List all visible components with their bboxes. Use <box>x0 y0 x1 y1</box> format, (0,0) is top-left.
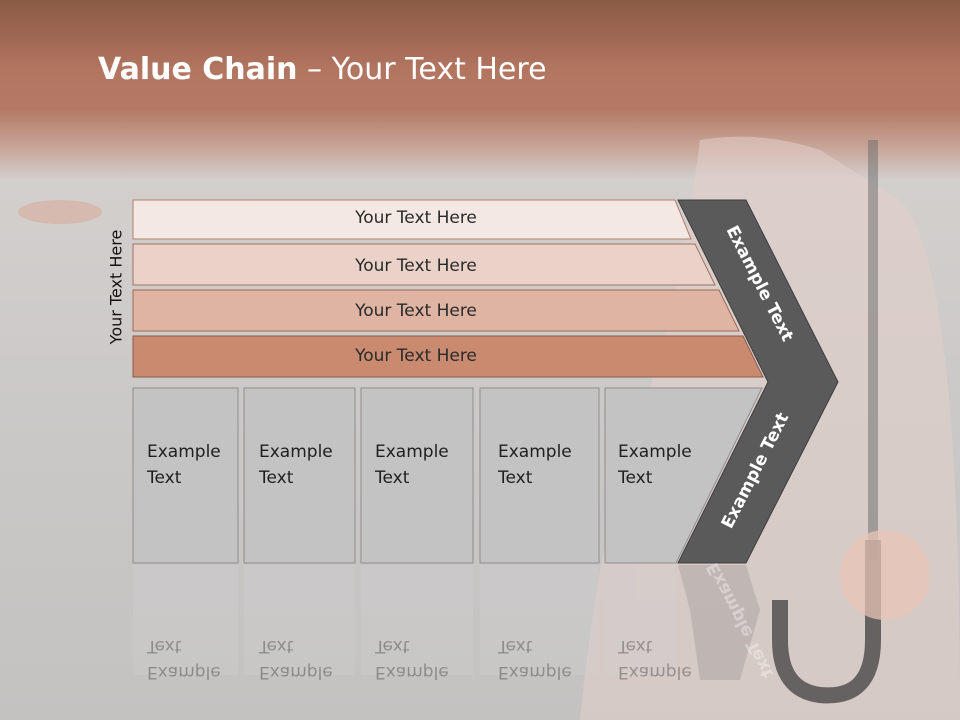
bar-3-label: Your Text Here <box>355 301 477 321</box>
box-3-label-reflection: Example Text <box>375 636 449 682</box>
umbrella-handle <box>772 540 881 704</box>
box-1 <box>132 387 239 564</box>
box-4-label-reflection: Example Text <box>498 636 572 682</box>
box-reflections <box>133 565 675 675</box>
box-5-label-reflection: Example Text <box>618 636 692 682</box>
box-2-label-reflection: Example Text <box>259 636 333 682</box>
umbrella-shaft <box>868 140 878 560</box>
box-4-reflection <box>480 565 599 675</box>
bar-4-label: Your Text Here <box>355 346 477 366</box>
hand-shape <box>18 200 102 224</box>
title-bold: Value Chain <box>98 52 298 87</box>
box-2 <box>243 387 356 564</box>
bar-1 <box>132 199 692 240</box>
bar-2 <box>132 243 716 286</box>
box-5-reflection <box>605 565 675 675</box>
bar-2-label: Your Text Here <box>355 256 477 276</box>
box-3-label: Example Text <box>375 442 449 488</box>
box-1-label-reflection: Example Text <box>147 636 221 682</box>
bar-1-label: Your Text Here <box>355 208 477 228</box>
bar-3 <box>132 289 740 332</box>
box-1-reflection <box>133 565 238 675</box>
box-5-label: Example Text <box>618 442 692 488</box>
box-2-reflection <box>244 565 355 675</box>
box-1-label: Example Text <box>147 442 221 488</box>
box-4-label: Example Text <box>498 442 572 488</box>
slide-title: Value Chain – Your Text Here <box>98 52 547 87</box>
box-3 <box>360 387 474 564</box>
box-3-reflection <box>361 565 473 675</box>
holding-hand <box>840 530 930 620</box>
chevron-reflection <box>678 565 760 680</box>
box-4 <box>479 387 600 564</box>
chevron-arrow <box>677 199 839 564</box>
title-rest: – Your Text Here <box>297 52 547 87</box>
box-5 <box>604 387 763 564</box>
box-2-label: Example Text <box>259 442 333 488</box>
bar-4 <box>132 335 764 378</box>
